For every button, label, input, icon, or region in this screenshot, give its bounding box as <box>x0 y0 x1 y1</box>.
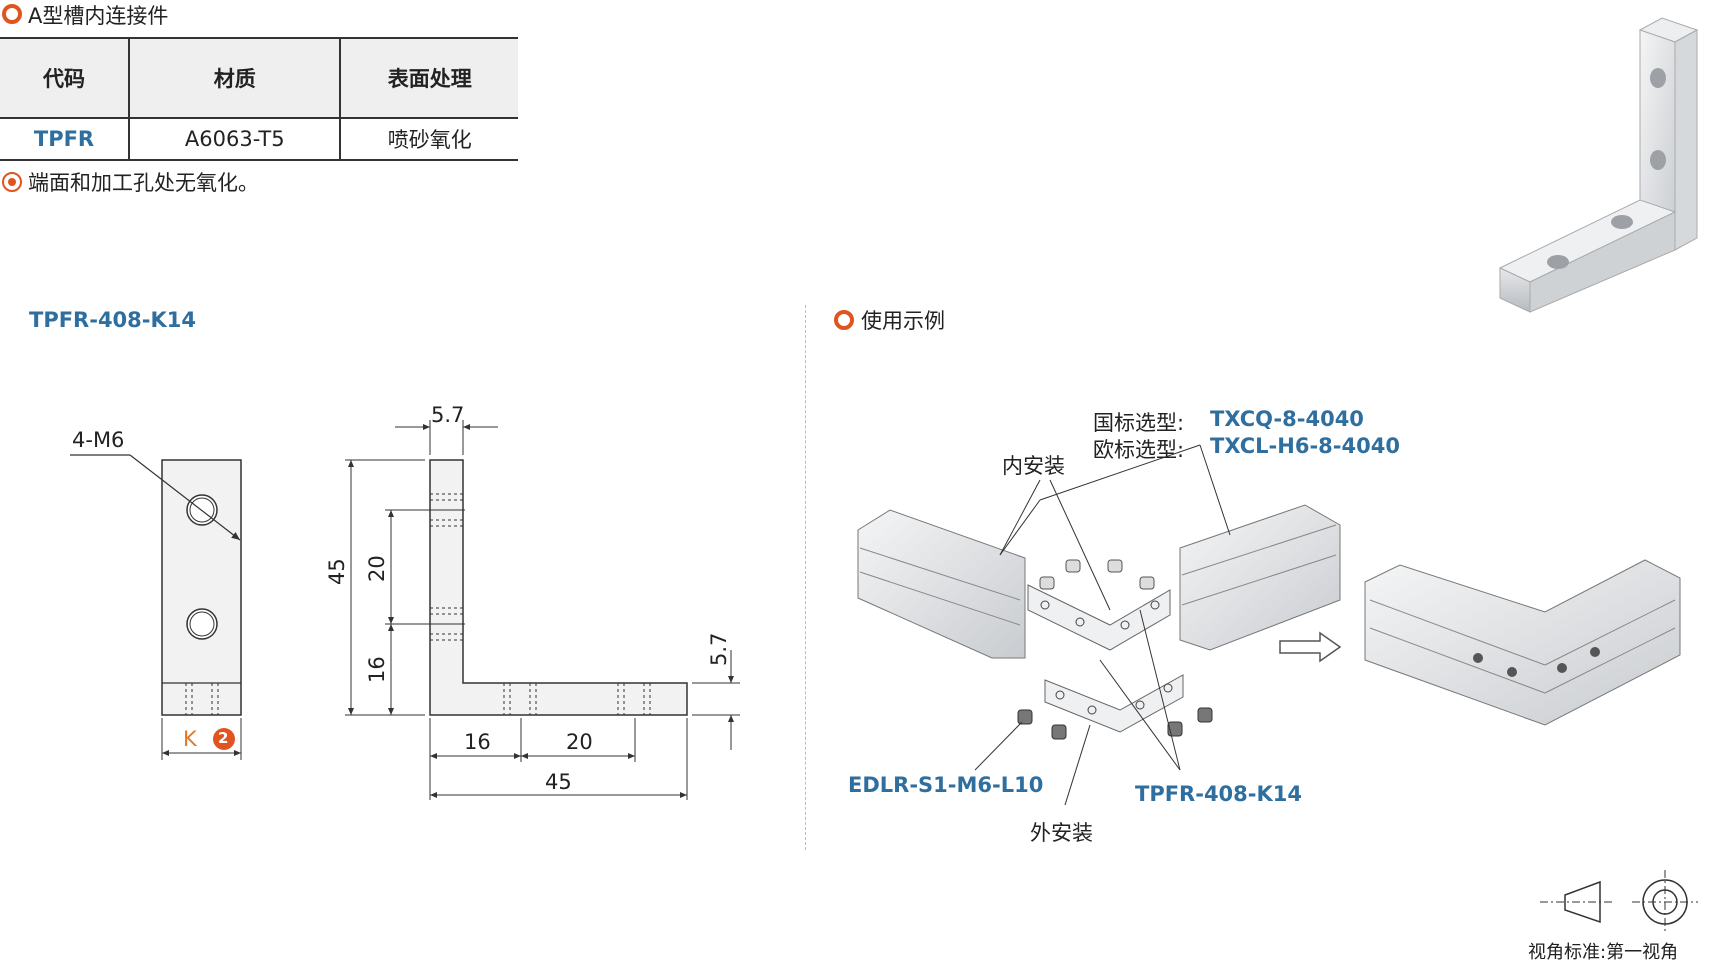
side-view <box>345 420 740 800</box>
table-row: TPFR A6063-T5 喷砂氧化 <box>0 118 518 161</box>
col-material: 材质 <box>127 37 341 119</box>
vertical-divider <box>805 305 806 850</box>
eu-label: 欧标选型: <box>1093 438 1185 462</box>
note-bullet <box>2 172 22 192</box>
cell-material: A6063-T5 <box>127 118 341 161</box>
inner-install-label: 内安装 <box>1002 454 1065 478</box>
dim-base-thickness: 5.7 <box>707 632 731 666</box>
usage-title: 使用示例 <box>861 309 945 333</box>
outer-install-label: 外安装 <box>1030 821 1093 845</box>
projection-symbol <box>1540 870 1698 934</box>
dim-bottom-45: 45 <box>545 770 572 794</box>
screw-code: EDLR-S1-M6-L10 <box>848 773 1044 797</box>
view-standard: 视角标准:第一视角 <box>1528 942 1679 963</box>
spec-table: 代码 材质 表面处理 TPFR A6063-T5 喷砂氧化 <box>0 37 518 161</box>
cell-finish: 喷砂氧化 <box>339 118 518 161</box>
bracket-3d-image <box>1498 17 1699 313</box>
k-label: K <box>183 727 197 751</box>
gb-value: TXCQ-8-4040 <box>1210 407 1364 431</box>
usage-illustration <box>857 444 1681 806</box>
col-finish: 表面处理 <box>339 37 518 119</box>
part-code: TPFR-408-K14 <box>1135 782 1302 806</box>
dim-bottom-20: 20 <box>566 730 593 754</box>
dim-lower-pitch: 16 <box>365 656 389 683</box>
dim-top-thickness: 5.7 <box>431 403 465 427</box>
usage-bullet <box>834 310 854 330</box>
section-title: A型槽内连接件 <box>28 4 169 28</box>
hole-label: 4-M6 <box>72 428 125 452</box>
dim-bottom-16: 16 <box>464 730 491 754</box>
section-bullet <box>2 4 22 24</box>
dim-height: 45 <box>325 558 349 585</box>
cell-code: TPFR <box>0 118 129 161</box>
model-title: TPFR-408-K14 <box>29 308 196 332</box>
k-badge: 2 <box>218 729 229 747</box>
table-header-row: 代码 材质 表面处理 <box>0 37 518 119</box>
front-view <box>70 454 242 760</box>
gb-label: 国标选型: <box>1093 411 1185 435</box>
eu-value: TXCL-H6-8-4040 <box>1210 434 1400 458</box>
dim-upper-pitch: 20 <box>365 555 389 582</box>
note-text: 端面和加工孔处无氧化。 <box>28 171 259 195</box>
col-code: 代码 <box>0 37 129 119</box>
